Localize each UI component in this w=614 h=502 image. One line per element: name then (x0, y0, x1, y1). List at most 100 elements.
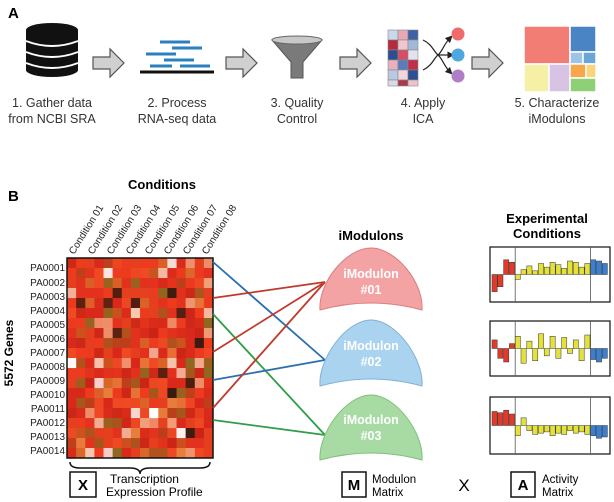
heatmap-cell (94, 268, 104, 279)
heatmap-cell (194, 318, 205, 329)
heatmap-cell (140, 448, 150, 459)
link-line (212, 359, 326, 381)
activity-bar (491, 411, 498, 426)
activity-bar (561, 337, 568, 349)
brace (69, 461, 211, 475)
heatmap-cell (140, 258, 150, 269)
imodulon-02-number: #02 (361, 355, 382, 369)
heatmap-cell (140, 398, 150, 409)
heatmap-cell (185, 398, 196, 409)
heatmap-cell (94, 338, 104, 349)
activity-bar (526, 265, 533, 275)
heatmap-cell (167, 338, 177, 349)
activity-bar (584, 334, 591, 349)
activity-bar (578, 266, 585, 275)
heatmap-cell (67, 308, 77, 319)
x-caption: Expression Profile (106, 485, 203, 499)
heatmap-cell (130, 358, 141, 369)
imodulon-02-label: iModulon (343, 339, 399, 353)
heatmap-cell (94, 378, 104, 389)
heatmap-cell (140, 338, 150, 349)
heatmap-cell (130, 398, 141, 409)
heatmap-cell (140, 368, 150, 379)
heatmap-cell (194, 268, 205, 279)
heatmap-cell (185, 338, 196, 349)
activity-bar (509, 343, 515, 349)
heatmap-cell (194, 348, 205, 359)
activity-bar (509, 413, 515, 426)
heatmap-cell (103, 428, 113, 439)
heatmap-cell (194, 388, 205, 399)
link-line (212, 281, 326, 409)
activity-bar (538, 333, 544, 349)
gene-label: PA0001 (30, 263, 65, 274)
heatmap-cell (149, 298, 159, 309)
activity-bar (532, 270, 539, 275)
heatmap-cell (121, 328, 132, 339)
imodulon-02: iModulon #02 (319, 319, 423, 387)
heatmap-cell (76, 358, 86, 369)
activity-bar (497, 412, 504, 426)
heatmap-cell (76, 328, 86, 339)
heatmap-cell (149, 408, 159, 419)
heatmap-cell (149, 448, 159, 459)
activity-bar (503, 409, 510, 426)
heatmap-cell (85, 378, 95, 389)
heatmap-cell (103, 288, 113, 299)
gene-label: PA0005 (30, 320, 65, 331)
heatmap-cell (203, 438, 214, 449)
activity-bar (497, 274, 504, 287)
heatmap-cell (194, 278, 205, 289)
heatmap-cell (94, 418, 104, 429)
heatmap-cell (167, 308, 177, 319)
step-5-caption: 5. Characterize (515, 96, 600, 110)
heatmap-cell (112, 398, 123, 409)
step-arrow (471, 47, 504, 79)
heatmap-cell (94, 298, 104, 309)
heatmap-cell (203, 258, 214, 269)
heatmap-cell (185, 318, 196, 329)
heatmap-cell (103, 308, 113, 319)
heatmap-cell (149, 428, 159, 439)
imodulon-03-label: iModulon (343, 413, 399, 427)
heatmap-cell (85, 268, 95, 279)
heatmap-cell (203, 328, 214, 339)
heatmap-cell (130, 318, 141, 329)
heatmap-cell (203, 378, 214, 389)
heatmap-cell (158, 368, 168, 379)
heatmap-cell (67, 278, 77, 289)
heatmap-cell (167, 348, 177, 359)
heatmap-cell (130, 378, 141, 389)
heatmap-cell (167, 378, 177, 389)
heatmap-cell (112, 418, 123, 429)
heatmap-cell (121, 448, 132, 459)
heatmap-cell (130, 408, 141, 419)
heatmap-cell (112, 338, 123, 349)
ica-icon (387, 27, 465, 87)
gene-label: PA0010 (30, 390, 65, 401)
heatmap-cell (185, 408, 196, 419)
heatmap-cell (185, 258, 196, 269)
heatmap-cell (158, 398, 168, 409)
heatmap-cell (121, 418, 132, 429)
x-caption: Transcription (110, 472, 179, 486)
heatmap-cell (185, 328, 196, 339)
heatmap-cell (67, 428, 77, 439)
activity-bar (538, 425, 544, 434)
heatmap-cell (158, 258, 168, 269)
heatmap-cell (158, 448, 168, 459)
heatmap-cell (121, 318, 132, 329)
heatmap-cell (112, 308, 123, 319)
heatmap-cell (121, 258, 132, 269)
heatmap-cell (94, 448, 104, 459)
heatmap-cell (149, 328, 159, 339)
activity-bar (520, 348, 527, 364)
heatmap-cell (85, 258, 95, 269)
heatmap-cell (167, 398, 177, 409)
activity-bar (584, 425, 591, 435)
activity-bar (503, 348, 510, 363)
heatmap-cell (194, 448, 205, 459)
heatmap-cell (185, 428, 196, 439)
heatmap-cell (103, 388, 113, 399)
